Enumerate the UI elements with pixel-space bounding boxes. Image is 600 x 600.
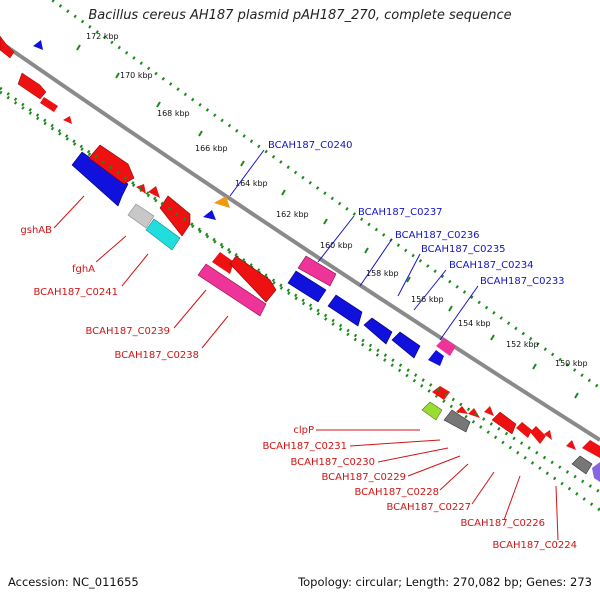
gene-arrow (297, 255, 337, 287)
gene-arrow (148, 186, 160, 198)
gene-arrow (33, 40, 43, 50)
gene-arrow (391, 331, 421, 359)
gene-arrow (136, 184, 146, 194)
feature-group-middle (287, 255, 456, 366)
gene-arrow (436, 338, 456, 356)
gene-arrow (530, 426, 546, 444)
gene-arrow (456, 406, 468, 414)
gene-arrow (229, 255, 277, 303)
gene-arrow (145, 218, 181, 251)
tick-label: 164 kbp (235, 179, 268, 188)
gene-label-reverse: fghA (72, 264, 95, 275)
tick-label: 168 kbp (157, 109, 190, 118)
gene-label-reverse: BCAH187_C0224 (492, 540, 577, 551)
map-title: Bacillus cereus AH187 plasmid pAH187_270… (88, 8, 512, 23)
inner-ring-lower (0, 86, 600, 494)
gene-arrow (159, 195, 191, 237)
gene-arrow (88, 144, 135, 185)
gene-arrow (592, 462, 600, 482)
tick-label: 166 kbp (195, 144, 228, 153)
gene-arrow (484, 406, 494, 416)
gene-arrow (0, 35, 15, 59)
gene-arrow (421, 401, 443, 421)
gene-label-forward: BCAH187_C0236 (395, 230, 480, 241)
gene-label-reverse: BCAH187_C0241 (33, 287, 118, 298)
tick-marks (76, 44, 579, 399)
gene-arrow (17, 72, 47, 100)
gene-arrow (582, 440, 600, 458)
backbone (0, 40, 600, 442)
forward-leaders (229, 149, 479, 341)
gene-arrow (516, 422, 532, 438)
gene-arrow (432, 386, 450, 400)
gene-arrow (468, 408, 480, 418)
gene-label-forward: BCAH187_C0237 (358, 207, 443, 218)
gene-label-reverse: BCAH187_C0229 (321, 472, 406, 483)
gene-arrow (40, 97, 58, 112)
tick-label: 158 kbp (366, 269, 399, 278)
gene-arrow (443, 409, 471, 433)
tick-label: 152 kbp (506, 340, 539, 349)
outer-tick-ring (49, 0, 600, 390)
topology-summary: Topology: circular; Length: 270,082 bp; … (298, 575, 592, 589)
tick-label: 154 kbp (458, 319, 491, 328)
gene-label-reverse: clpP (293, 425, 314, 436)
gene-arrow (566, 440, 576, 450)
gene-label-forward: BCAH187_C0233 (480, 276, 565, 287)
gene-label-forward: BCAH187_C0235 (421, 244, 506, 255)
gene-arrow (363, 317, 393, 345)
gene-arrow (491, 411, 517, 435)
tick-label: 160 kbp (320, 241, 353, 250)
gene-label-reverse: BCAH187_C0228 (354, 487, 439, 498)
gene-arrow (214, 196, 230, 208)
tick-label: 162 kbp (276, 210, 309, 219)
gene-label-reverse: BCAH187_C0230 (290, 457, 375, 468)
gene-arrow (203, 210, 216, 220)
tick-label: 156 kbp (411, 295, 444, 304)
gene-label-reverse: BCAH187_C0238 (114, 350, 199, 361)
accession-text: Accession: NC_011655 (8, 575, 139, 589)
gene-arrow (571, 455, 593, 475)
feature-group-left (71, 144, 277, 317)
feature-group-right (421, 386, 600, 482)
tick-label: 172 kbp (86, 32, 119, 41)
gene-arrow (327, 294, 363, 327)
tick-label: 150 kbp (555, 359, 588, 368)
gene-label-reverse: gshAB (20, 225, 52, 236)
gene-arrow (63, 116, 72, 124)
reverse-leaders (53, 195, 559, 541)
feature-group-topleft (0, 35, 72, 124)
gene-label-reverse: BCAH187_C0231 (262, 441, 347, 452)
gene-label-reverse: BCAH187_C0227 (386, 502, 471, 513)
gene-arrow (428, 350, 444, 366)
gene-label-reverse: BCAH187_C0226 (460, 518, 545, 529)
gene-arrow (212, 252, 234, 274)
gene-arrow (127, 203, 155, 229)
gene-arrow (544, 430, 552, 440)
gene-label-reverse: BCAH187_C0239 (85, 326, 170, 337)
gene-arrow (71, 151, 129, 207)
gene-arrow (197, 263, 267, 317)
gene-label-forward: BCAH187_C0240 (268, 140, 353, 151)
gene-arrow (287, 270, 327, 303)
gene-label-forward: BCAH187_C0234 (449, 260, 534, 271)
tick-label: 170 kbp (120, 71, 153, 80)
